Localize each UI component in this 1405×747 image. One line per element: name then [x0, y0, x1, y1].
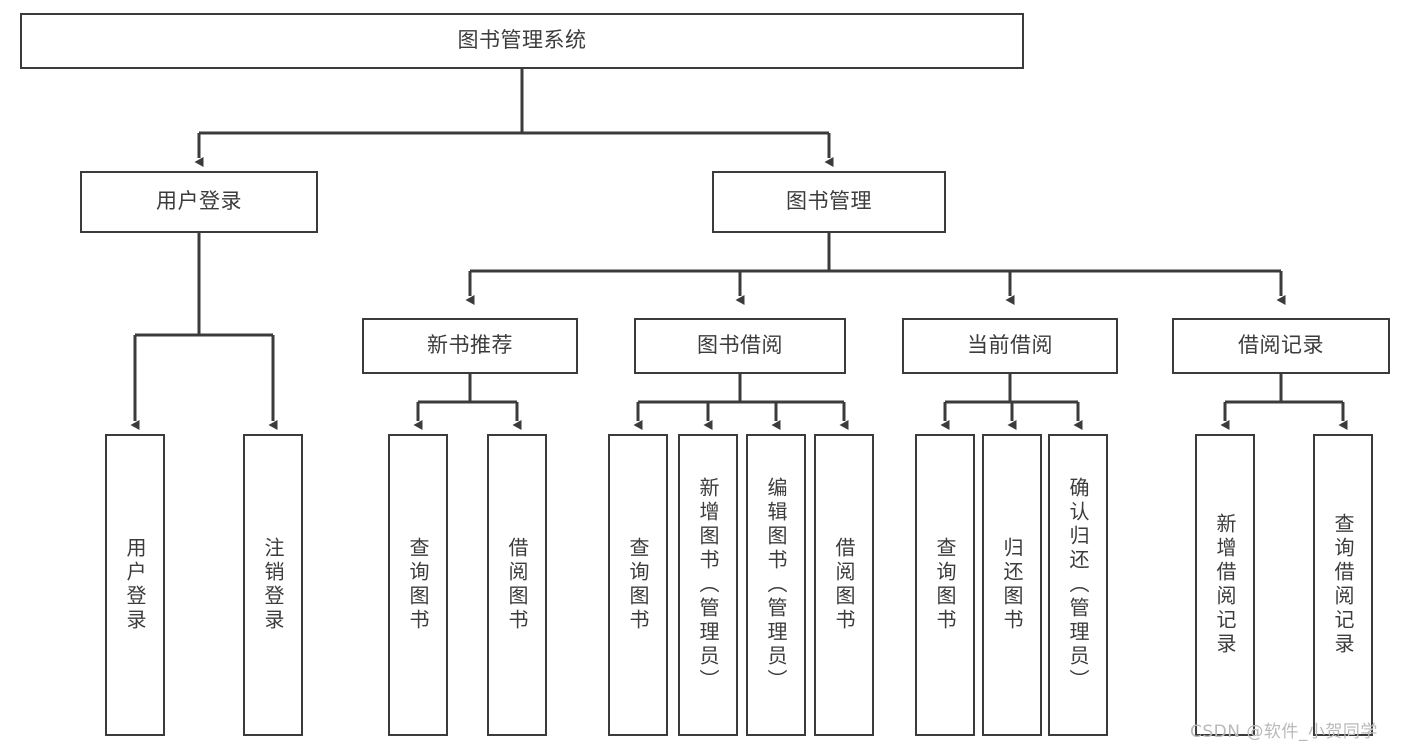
node-book-manage[interactable]: 图书管理	[712, 171, 946, 233]
node-new-book-recommend-label: 新书推荐	[427, 333, 513, 358]
node-leaf-query-record-label: 查询借阅记录	[1331, 513, 1355, 657]
node-borrow-record[interactable]: 借阅记录	[1172, 318, 1390, 374]
node-leaf-query-book-1-label: 查询图书	[406, 537, 430, 633]
node-leaf-return-book[interactable]: 归还图书	[982, 434, 1042, 736]
node-leaf-edit-book[interactable]: 编辑图书（管理员）	[746, 434, 806, 736]
node-new-book-recommend[interactable]: 新书推荐	[362, 318, 578, 374]
csdn-watermark: CSDN @软件_小贺同学	[1190, 722, 1378, 742]
node-book-borrow-label: 图书借阅	[697, 333, 783, 358]
node-leaf-query-book-3[interactable]: 查询图书	[915, 434, 975, 736]
node-leaf-query-record[interactable]: 查询借阅记录	[1313, 434, 1373, 736]
node-leaf-query-book-3-label: 查询图书	[933, 537, 957, 633]
node-leaf-return-book-label: 归还图书	[1000, 537, 1024, 633]
node-user-login-label: 用户登录	[156, 189, 242, 214]
node-current-borrow-label: 当前借阅	[967, 333, 1053, 358]
node-leaf-add-record-label: 新增借阅记录	[1213, 513, 1237, 657]
node-leaf-query-book-2-label: 查询图书	[626, 537, 650, 633]
node-leaf-user-logout[interactable]: 注销登录	[243, 434, 303, 736]
node-book-borrow[interactable]: 图书借阅	[634, 318, 846, 374]
node-leaf-borrow-book-2-label: 借阅图书	[832, 537, 856, 633]
node-leaf-query-book-1[interactable]: 查询图书	[388, 434, 448, 736]
node-leaf-confirm-return[interactable]: 确认归还（管理员）	[1048, 434, 1108, 736]
node-leaf-edit-book-label: 编辑图书（管理员）	[764, 477, 788, 693]
node-leaf-user-login[interactable]: 用户登录	[105, 434, 165, 736]
node-book-manage-label: 图书管理	[786, 189, 872, 214]
node-leaf-query-book-2[interactable]: 查询图书	[608, 434, 668, 736]
node-leaf-borrow-book-1-label: 借阅图书	[505, 537, 529, 633]
node-leaf-borrow-book-2[interactable]: 借阅图书	[814, 434, 874, 736]
node-leaf-add-book-label: 新增图书（管理员）	[696, 477, 720, 693]
node-leaf-user-login-label: 用户登录	[123, 537, 147, 633]
node-root-label: 图书管理系统	[457, 28, 587, 53]
node-borrow-record-label: 借阅记录	[1238, 333, 1324, 358]
node-current-borrow[interactable]: 当前借阅	[902, 318, 1118, 374]
node-leaf-confirm-return-label: 确认归还（管理员）	[1066, 477, 1090, 693]
node-user-login[interactable]: 用户登录	[80, 171, 318, 233]
node-leaf-add-record[interactable]: 新增借阅记录	[1195, 434, 1255, 736]
node-leaf-user-logout-label: 注销登录	[261, 537, 285, 633]
node-leaf-borrow-book-1[interactable]: 借阅图书	[487, 434, 547, 736]
node-root[interactable]: 图书管理系统	[20, 13, 1024, 69]
node-leaf-add-book[interactable]: 新增图书（管理员）	[678, 434, 738, 736]
